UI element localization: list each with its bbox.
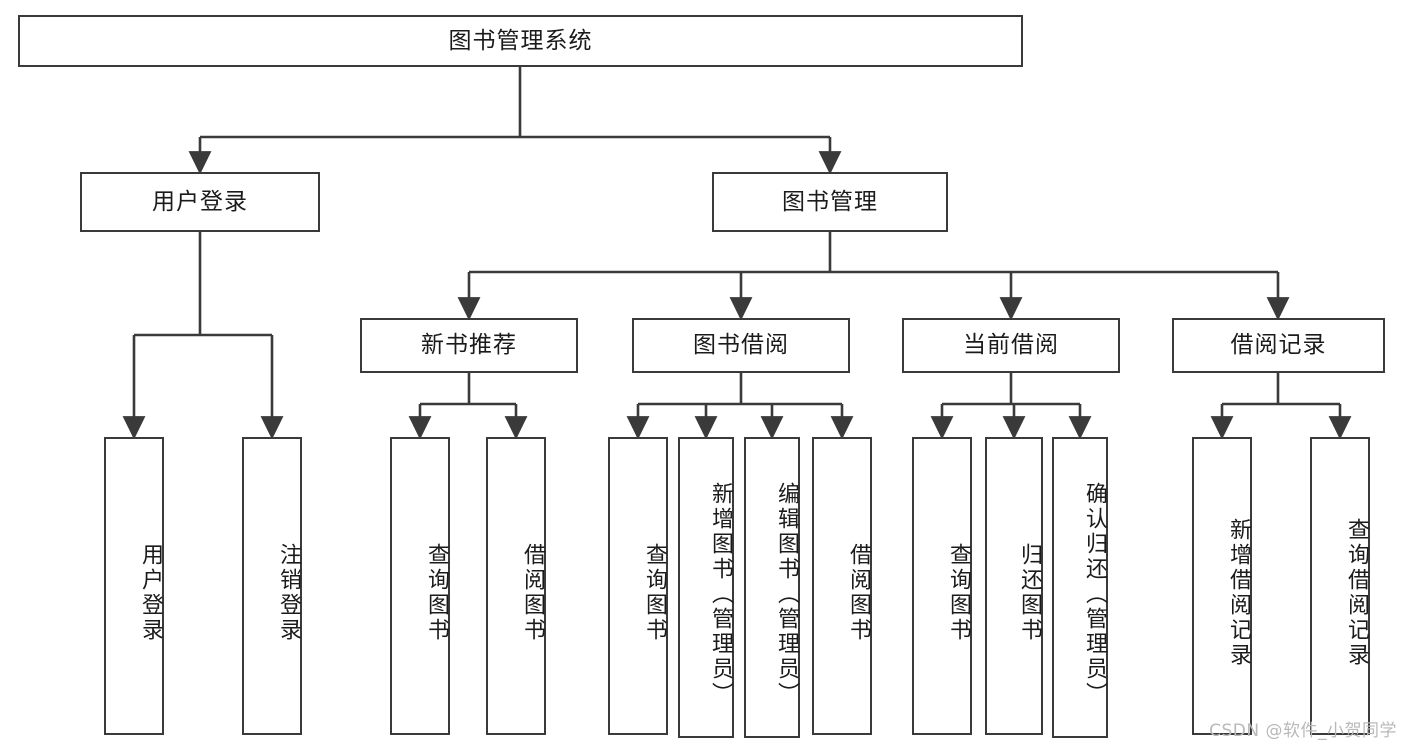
leaf-label: 注销登录	[276, 543, 301, 643]
node-new-book-recommend-label: 新书推荐	[421, 332, 517, 359]
leaf-label: 借阅图书	[846, 543, 871, 643]
node-book-management-label: 图书管理	[782, 188, 878, 215]
leaf-return-book[interactable]: 归还图书	[985, 437, 1043, 735]
node-current-borrow-label: 当前借阅	[963, 332, 1059, 359]
leaf-label: 查询借阅记录	[1344, 518, 1369, 668]
node-user-login[interactable]: 用户登录	[80, 172, 320, 232]
node-user-login-label: 用户登录	[152, 188, 248, 215]
leaf-edit-book-admin[interactable]: 编辑图书（管理员）	[744, 437, 800, 738]
watermark: CSDN @软件_小贺同学	[1209, 721, 1397, 741]
node-book-borrow[interactable]: 图书借阅	[632, 318, 850, 373]
leaf-label: 新增借阅记录	[1226, 518, 1251, 668]
leaf-add-book-admin[interactable]: 新增图书（管理员）	[678, 437, 734, 738]
leaf-label: 归还图书	[1017, 543, 1042, 643]
leaf-borrow-book[interactable]: 借阅图书	[812, 437, 872, 735]
node-book-borrow-label: 图书借阅	[693, 332, 789, 359]
leaf-label: 确认归还（管理员）	[1082, 482, 1107, 707]
leaf-label: 借阅图书	[520, 543, 545, 643]
leaf-query-book-recommend[interactable]: 查询图书	[390, 437, 450, 735]
leaf-query-book-borrow[interactable]: 查询图书	[608, 437, 668, 735]
node-current-borrow[interactable]: 当前借阅	[902, 318, 1120, 373]
node-root[interactable]: 图书管理系统	[18, 15, 1023, 67]
node-borrow-record-label: 借阅记录	[1230, 332, 1327, 359]
leaf-query-book-current[interactable]: 查询图书	[912, 437, 972, 735]
leaf-label: 新增图书（管理员）	[708, 482, 733, 707]
leaf-query-borrow-record[interactable]: 查询借阅记录	[1310, 437, 1370, 735]
leaf-logout[interactable]: 注销登录	[242, 437, 302, 735]
leaf-label: 查询图书	[642, 543, 667, 643]
node-book-management[interactable]: 图书管理	[712, 172, 948, 232]
leaf-label: 查询图书	[424, 543, 449, 643]
node-new-book-recommend[interactable]: 新书推荐	[360, 318, 578, 373]
leaf-label: 用户登录	[138, 543, 163, 643]
leaf-user-login[interactable]: 用户登录	[104, 437, 164, 735]
node-borrow-record[interactable]: 借阅记录	[1172, 318, 1385, 373]
leaf-add-borrow-record[interactable]: 新增借阅记录	[1192, 437, 1252, 735]
leaf-borrow-book-recommend[interactable]: 借阅图书	[486, 437, 546, 735]
leaf-label: 查询图书	[946, 543, 971, 643]
node-root-label: 图书管理系统	[448, 27, 593, 54]
leaf-label: 编辑图书（管理员）	[774, 482, 799, 707]
leaf-confirm-return-admin[interactable]: 确认归还（管理员）	[1052, 437, 1108, 738]
